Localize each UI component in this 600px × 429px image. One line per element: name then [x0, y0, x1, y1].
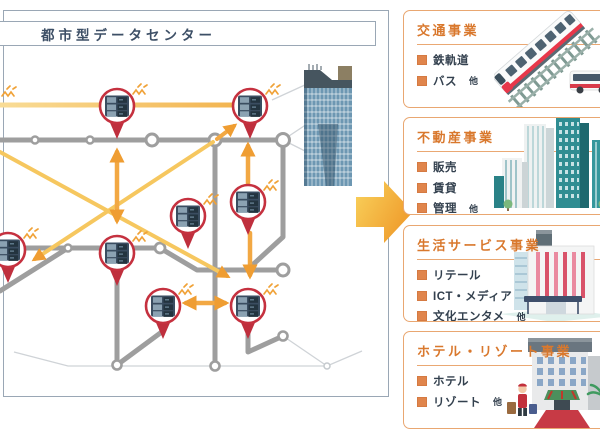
datacenter-pin-icon [100, 89, 134, 139]
skyscraper-icon [304, 64, 352, 186]
card-item-label: 文化エンタメ [433, 308, 505, 322]
wireless-signal-icon [2, 86, 16, 96]
datacenter-pin-icon [171, 199, 205, 249]
datacenter-pin-icon [146, 289, 180, 339]
station-node [324, 363, 330, 369]
list-item: リゾート 他 [417, 394, 600, 410]
wireless-signal-icon [264, 284, 278, 294]
card-item-label: 管理 [433, 200, 457, 215]
list-item: ホテル [417, 373, 600, 389]
datacenter-pins [0, 89, 267, 339]
wireless-signal-icon [179, 284, 193, 294]
page-root: { "panel": { "title": "都市型データセンター" }, "c… [0, 0, 600, 400]
card-title: ホテル・リゾート事業 [417, 341, 600, 360]
bullet-icon [417, 311, 427, 321]
card-item-label: 賃貸 [433, 180, 457, 196]
bullet-icon [417, 291, 427, 301]
card-item-label: 鉄軌道 [433, 52, 469, 68]
bullet-icon [417, 270, 427, 280]
bullet-icon [417, 376, 427, 386]
list-item: 鉄軌道 [417, 52, 600, 68]
datacenter-pin-icon [100, 236, 134, 286]
card-item-suffix: 他 [469, 74, 478, 87]
wireless-signal-icon [133, 231, 147, 241]
wireless-signal-icon [133, 84, 147, 94]
list-item: バス 他 [417, 73, 600, 89]
card-item-suffix: 他 [493, 395, 502, 408]
card-item-label: バス [433, 73, 457, 89]
network-map-illustration [0, 0, 420, 400]
card-item-label: リゾート [433, 394, 481, 410]
card-item-suffix: 他 [469, 202, 478, 215]
card-item-label: 販売 [433, 159, 457, 175]
bullet-icon [417, 55, 427, 65]
datacenter-pin-icon [231, 185, 265, 235]
card-title: 交通事業 [417, 20, 600, 39]
card-life-services-business: 生活サービス事業 リテール ICT・メディア [403, 225, 600, 322]
datacenter-pin-icon [233, 89, 267, 139]
wireless-signal-icon [264, 180, 278, 190]
bullet-icon [417, 183, 427, 193]
bullet-icon [417, 76, 427, 86]
list-item: 賃貸 [417, 180, 600, 196]
card-transport-business: 交通事業 鉄軌道 [403, 10, 600, 108]
wireless-signal-icon [24, 228, 38, 238]
list-item: 文化エンタメ 他 [417, 308, 600, 322]
card-item-label: ICT・メディア [433, 288, 512, 304]
card-item-suffix: 他 [517, 310, 526, 323]
list-item: リテール [417, 267, 600, 283]
list-item: ICT・メディア [417, 288, 600, 304]
list-item: 管理 他 [417, 200, 600, 215]
bullet-icon [417, 203, 427, 213]
list-item: 販売 [417, 159, 600, 175]
wireless-signal-icon [266, 84, 280, 94]
card-hotel-resort-business: ホテル・リゾート事業 [403, 331, 600, 429]
bullet-icon [417, 397, 427, 407]
card-real-estate-business: 不動産事業 [403, 117, 600, 215]
card-item-label: リテール [433, 267, 481, 283]
card-item-label: ホテル [433, 373, 469, 389]
card-title: 不動産事業 [417, 127, 600, 146]
datacenter-pin-icon [231, 289, 265, 339]
bullet-icon [417, 162, 427, 172]
card-title: 生活サービス事業 [417, 235, 600, 254]
